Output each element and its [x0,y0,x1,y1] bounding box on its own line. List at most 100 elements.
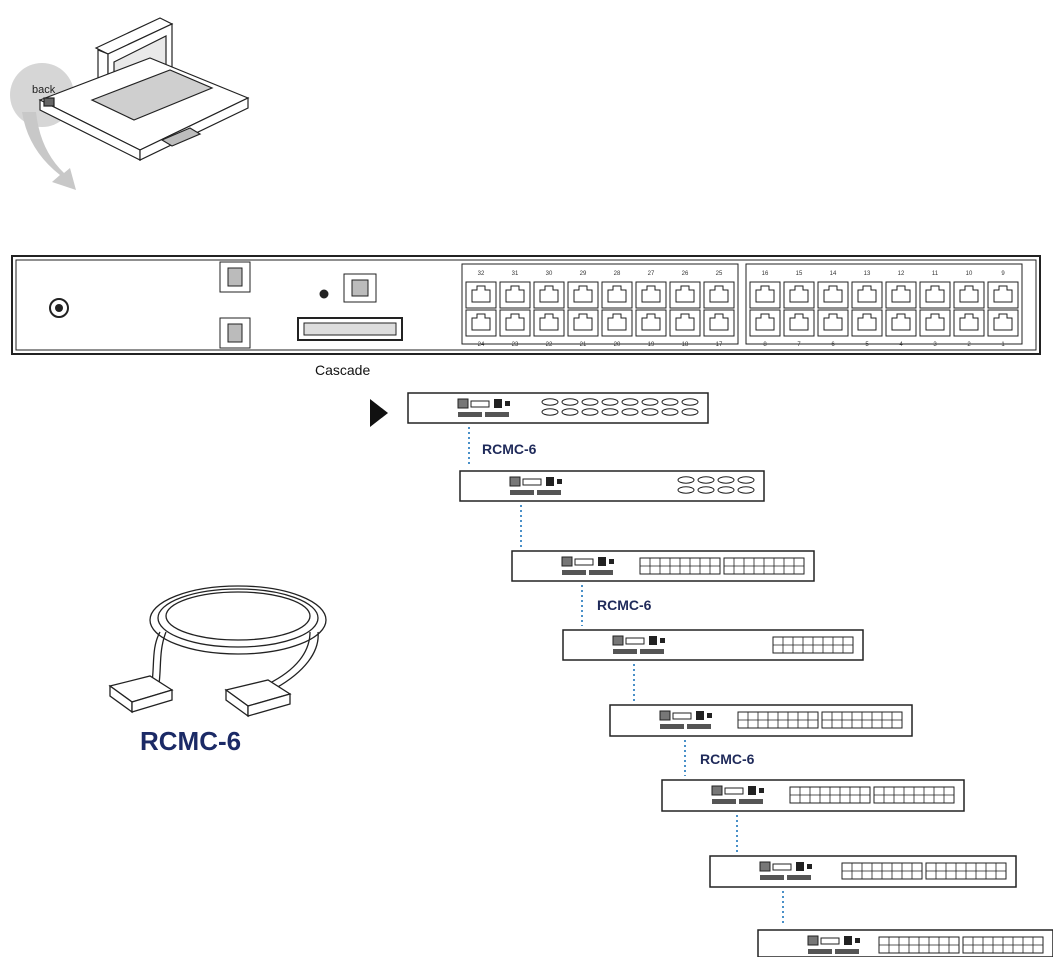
rj45-port [783,281,815,309]
rj45-port [953,309,985,337]
db-port [641,398,659,406]
back-indicator [10,63,76,190]
cascade-port-label: Cascade [315,362,371,378]
rj45-port [919,309,951,337]
link-label-1: RCMC-6 [482,441,537,457]
port-number-bottom: 24 [478,342,485,348]
port-number-top: 14 [830,271,837,277]
port-number-top: 25 [716,271,723,277]
port-number-bottom: 22 [546,342,553,348]
main-kvm-rear-panel: 3224312330222921282027192618251716815714… [11,255,1041,355]
rj45-port-grid [465,281,1019,337]
port-number-bottom: 4 [899,342,903,348]
power-socket-icon [49,298,69,318]
port-number-top: 11 [932,271,939,277]
rj45-port [817,281,849,309]
rj45-port [499,309,531,337]
port-number-top: 29 [580,271,587,277]
rj45-port-bank [737,711,819,729]
rj45-port [669,281,701,309]
rj45-port [465,281,497,309]
db-port [717,486,735,494]
cable-caption: RCMC-6 [140,726,242,756]
rj45-port-bank [789,786,871,804]
db-port [561,398,579,406]
port-number-bottom: 23 [512,342,519,348]
cascaded-kvm-unit [709,855,1017,888]
rj45-port-bank [821,711,903,729]
db-port [641,408,659,416]
rj45-port [885,309,917,337]
rj45-port [567,281,599,309]
lcd-console-drawer [38,17,250,161]
cascaded-kvm-unit [562,629,864,661]
cascaded-kvm-unit [407,392,709,424]
port-number-bottom: 21 [580,342,587,348]
rj45-port-bank [873,786,955,804]
rj45-port-bank [723,557,805,575]
port-number-bottom: 1 [1001,342,1005,348]
rj45-port [851,309,883,337]
db-port [621,398,639,406]
rj45-port [749,281,781,309]
db-port [561,408,579,416]
db-port [677,486,695,494]
port-number-bottom: 18 [682,342,689,348]
rj45-port [465,309,497,337]
port-number-top: 27 [648,271,655,277]
rj45-port-bank [841,862,923,880]
port-number-top: 26 [682,271,689,277]
db-port [717,476,735,484]
connector-icon [108,675,292,718]
db-port [661,398,679,406]
port-number-top: 31 [512,271,519,277]
port-number-top: 30 [546,271,553,277]
port-number-bottom: 19 [648,342,655,348]
cascaded-kvm-unit [609,704,913,737]
db-port [581,408,599,416]
rj45-port [703,281,735,309]
port-number-top: 16 [762,271,769,277]
rj45-port-bank [878,936,960,954]
port-number-top: 13 [864,271,871,277]
rj45-port [703,309,735,337]
port-number-bottom: 2 [967,342,971,348]
rj45-port-bank [925,862,1007,880]
link-label-3: RCMC-6 [700,751,755,767]
db-port [681,408,699,416]
port-number-top: 9 [1001,271,1005,277]
curved-arrow-icon [22,112,76,190]
rj45-port [885,281,917,309]
link-label-2: RCMC-6 [597,597,652,613]
port-number-bottom: 20 [614,342,621,348]
rj45-port [601,281,633,309]
cascaded-kvm-units [407,392,1053,958]
port-number-labels: 3224312330222921282027192618251716815714… [478,271,1006,348]
rj45-port [567,309,599,337]
cascade-link-lines [468,427,784,926]
port-number-top: 28 [614,271,621,277]
port-number-bottom: 8 [763,342,767,348]
rj45-port [533,281,565,309]
db-port [601,408,619,416]
db-port [677,476,695,484]
db-port [541,408,559,416]
rj45-port [851,281,883,309]
port-number-bottom: 3 [933,342,937,348]
port-number-top: 15 [796,271,803,277]
rj45-port-bank [639,557,721,575]
db-port [737,486,755,494]
rj45-port [749,309,781,337]
port-number-top: 10 [966,271,973,277]
port-number-bottom: 7 [797,342,801,348]
rj45-port [533,309,565,337]
rj45-port-bank [772,636,854,654]
db-port [697,486,715,494]
rj45-port [601,309,633,337]
console-port-icon [219,261,377,349]
db-port [697,476,715,484]
db-port [661,408,679,416]
rj45-port [987,309,1019,337]
